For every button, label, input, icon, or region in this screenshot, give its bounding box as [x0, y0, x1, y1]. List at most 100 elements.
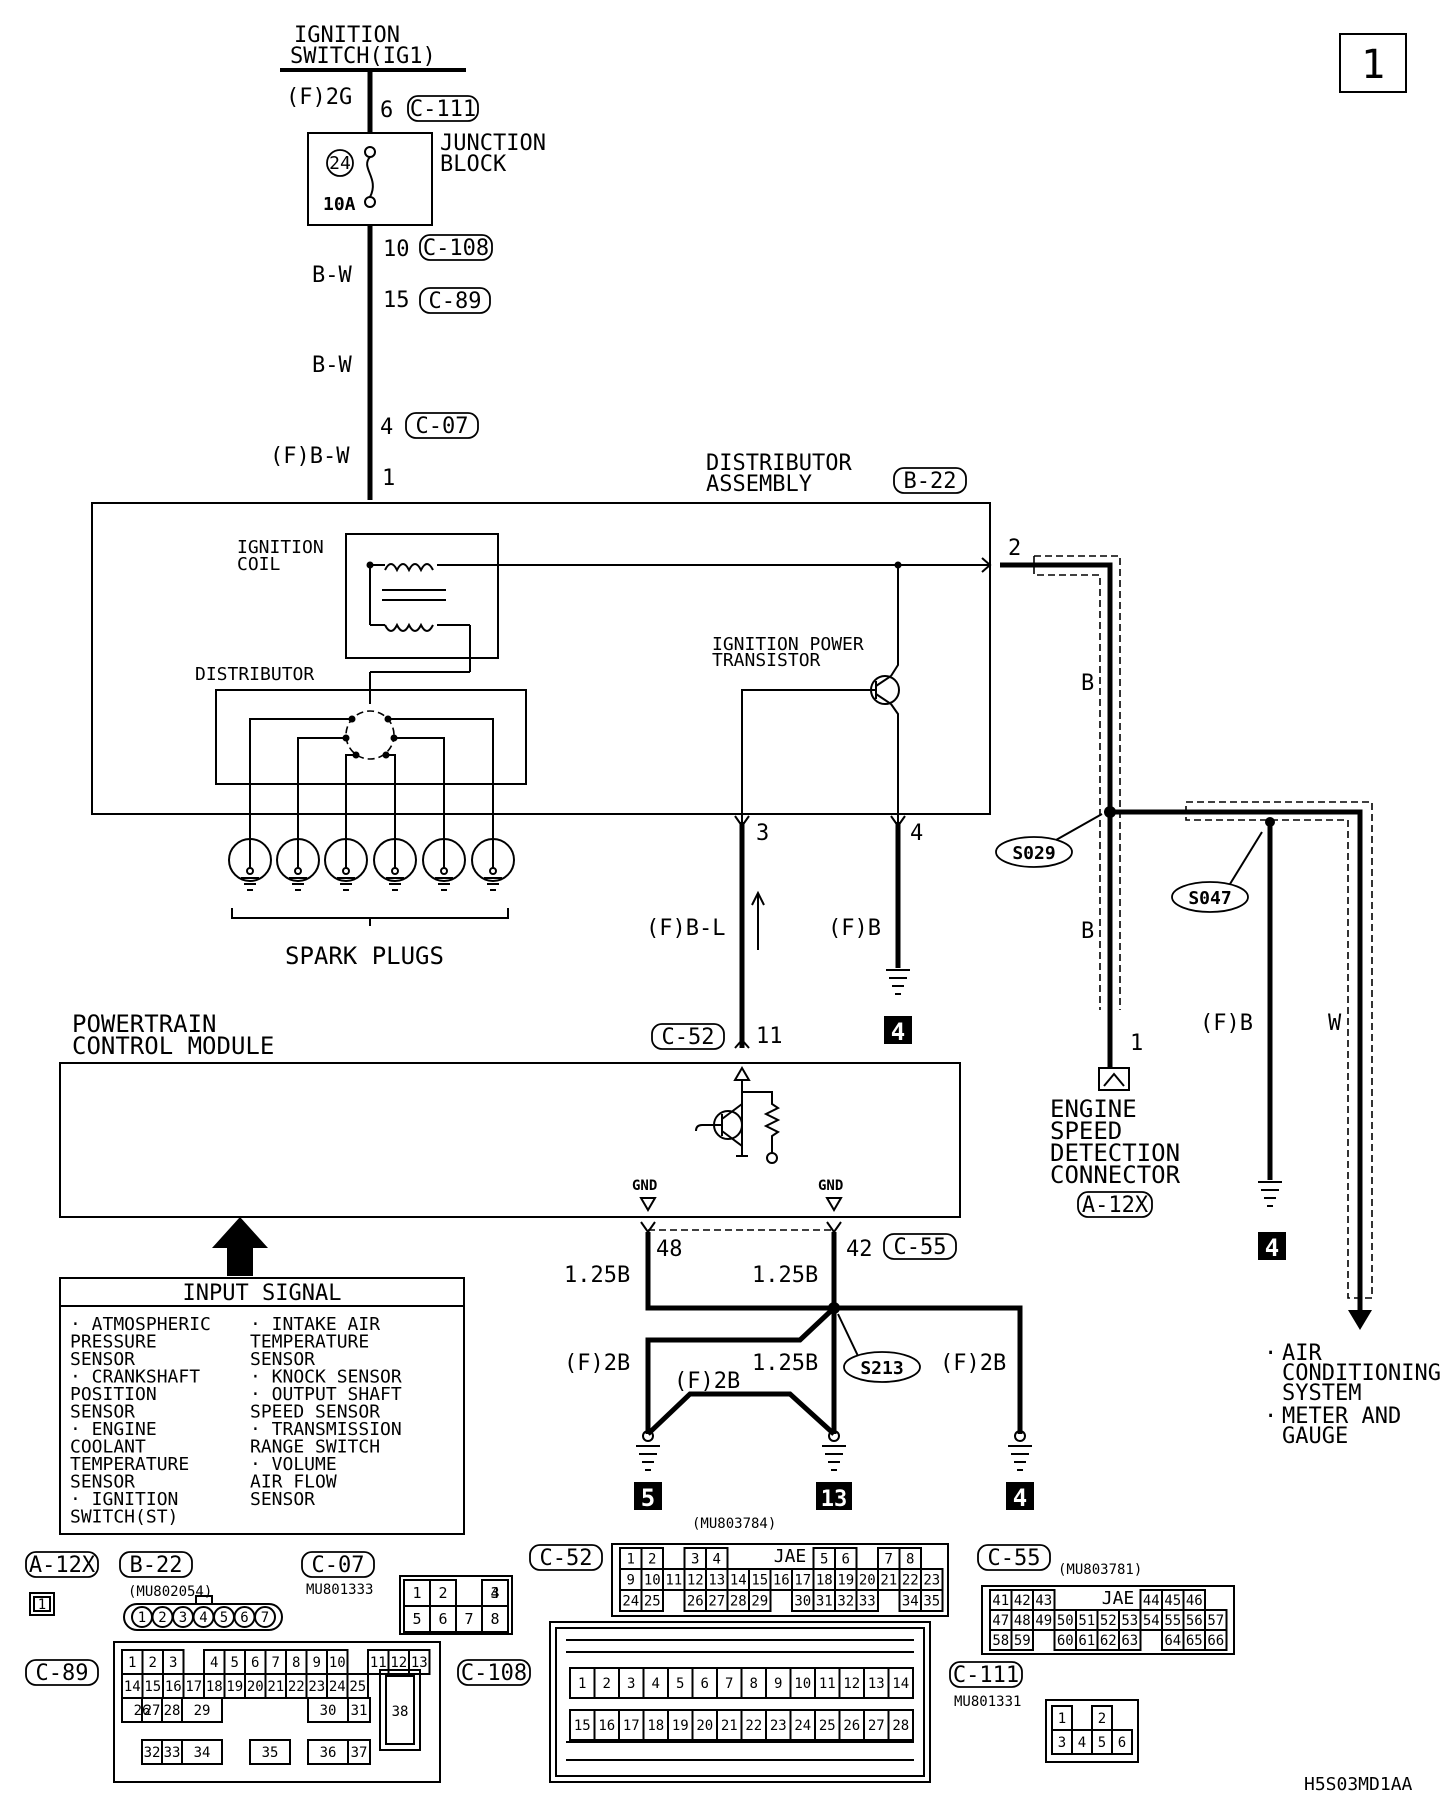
- input-left-item-8: TEMPERATURE: [70, 1454, 189, 1475]
- c89-pin-12: 12: [390, 1655, 407, 1671]
- input-left-item-1: PRESSURE: [70, 1332, 157, 1353]
- conn-view-c52-label: C-52: [540, 1546, 593, 1571]
- ground-4-right: 4: [1006, 1430, 1034, 1512]
- c108-pin-15: 15: [574, 1718, 591, 1734]
- engine-speed-detection-connector: [1098, 1067, 1130, 1091]
- c52-pin-35: 35: [923, 1594, 940, 1610]
- dist-pin-3: 3: [756, 821, 769, 846]
- c55-pin-59: 59: [1014, 1633, 1031, 1649]
- c108-pin-5: 5: [676, 1676, 684, 1692]
- c52-pin-33: 33: [859, 1594, 876, 1610]
- c52-part-number: (MU803784): [692, 1516, 776, 1532]
- c89-pin-34: 34: [194, 1745, 211, 1761]
- c89-pin-11: 11: [370, 1655, 387, 1671]
- c89-pin-38: 38: [392, 1704, 409, 1720]
- c108-pin-18: 18: [647, 1718, 664, 1734]
- c52-pin-23: 23: [923, 1573, 940, 1589]
- pcm-pin-11: 11: [756, 1024, 783, 1049]
- input-left-item-11: SWITCH(ST): [70, 1507, 178, 1528]
- c111-pin-4: 4: [1078, 1735, 1086, 1751]
- wire-f2b-1: (F)2B: [564, 1351, 630, 1376]
- distributor-assembly-subtitle: ASSEMBLY: [706, 472, 812, 497]
- wire-125b-3: 1.25B: [752, 1351, 818, 1376]
- gnd-48-label: GND: [632, 1178, 657, 1194]
- c07-pin-3: 3: [490, 1584, 499, 1602]
- c89-pin-6: 6: [251, 1655, 259, 1671]
- c52-pin-13: 13: [708, 1573, 725, 1589]
- spark-plug-5: [422, 838, 466, 891]
- c89-pin-9: 9: [313, 1655, 321, 1671]
- c52-pin-17: 17: [794, 1573, 811, 1589]
- c89-pin-36: 36: [320, 1745, 337, 1761]
- spark-plug-6: [471, 838, 515, 891]
- transistor-subtitle: TRANSISTOR: [712, 650, 821, 671]
- c89-pin-16: 16: [165, 1679, 182, 1695]
- c89-pin-18: 18: [206, 1679, 223, 1695]
- c52-pin-19: 19: [837, 1573, 854, 1589]
- wire-125b-1: 1.25B: [564, 1263, 630, 1288]
- c52-pin-30: 30: [794, 1594, 811, 1610]
- input-right-item-9: AIR FLOW: [250, 1472, 337, 1493]
- distributor: [215, 689, 527, 785]
- input-left-item-10: · IGNITION: [70, 1489, 178, 1510]
- input-signal-left-list: · ATMOSPHERIC PRESSURE SENSOR· CRANKSHAF…: [70, 1314, 211, 1528]
- c52-pin-12: 12: [687, 1573, 704, 1589]
- input-right-item-0: · INTAKE AIR: [250, 1314, 380, 1335]
- c108-pin-3: 3: [627, 1676, 635, 1692]
- c55-jae: JAE: [1102, 1588, 1135, 1609]
- ground-13-label: 13: [821, 1487, 848, 1512]
- page-number-box: 1: [1339, 33, 1407, 93]
- c55-pin-57: 57: [1207, 1613, 1224, 1629]
- c52-pin-25: 25: [644, 1594, 661, 1610]
- input-left-item-3: · CRANKSHAFT: [70, 1367, 200, 1388]
- b22-pin-6: 6: [240, 1610, 248, 1626]
- c52-pin-15: 15: [751, 1573, 768, 1589]
- c89-pin-1: 1: [128, 1655, 136, 1671]
- dest-ac-3: SYSTEM: [1282, 1381, 1361, 1406]
- c89-pin-20: 20: [247, 1679, 264, 1695]
- c52-pin-21: 21: [880, 1573, 897, 1589]
- c108-pin-17: 17: [623, 1718, 640, 1734]
- ignition-title: IGNITION: [294, 23, 400, 48]
- c108-pin-26: 26: [843, 1718, 860, 1734]
- c89-pin-35: 35: [262, 1745, 279, 1761]
- mid-wires: (F)B-L 11 C-52 (F)B 4: [646, 815, 912, 1050]
- wire-color-b-1: B: [1081, 671, 1094, 696]
- input-signal-right-list: · INTAKE AIR TEMPERATURE SENSOR· KNOCK S…: [250, 1314, 402, 1510]
- conn-view-c07-label: C-07: [312, 1553, 365, 1578]
- conn-c108-label: C-108: [423, 236, 489, 261]
- conn-c52-label: C-52: [662, 1025, 715, 1050]
- input-left-item-0: · ATMOSPHERIC: [70, 1314, 211, 1335]
- fuse-number: 24: [329, 153, 351, 174]
- c89-pin-10: 10: [329, 1655, 346, 1671]
- c52-pin-16: 16: [773, 1573, 790, 1589]
- dest-ac-2: CONDITIONING: [1282, 1361, 1441, 1386]
- c89-pin-21: 21: [267, 1679, 284, 1695]
- b22-part-number: (MU802054): [128, 1584, 212, 1600]
- c52-pin-29: 29: [751, 1594, 768, 1610]
- input-right-item-7: RANGE SWITCH: [250, 1437, 380, 1458]
- c108-pin-2: 2: [603, 1676, 611, 1692]
- dest-ac-1: AIR: [1282, 1341, 1322, 1366]
- spark-plugs-label: SPARK PLUGS: [285, 942, 444, 970]
- input-signal-title: INPUT SIGNAL: [183, 1281, 342, 1306]
- spark-plug-3: [324, 838, 368, 891]
- conn-view-b22-label: B-22: [130, 1553, 183, 1578]
- junction-title: JUNCTION: [440, 131, 546, 156]
- coil-subtitle: COIL: [237, 554, 281, 575]
- pcm-title-2: CONTROL MODULE: [72, 1032, 274, 1060]
- ignition-switch: IGNITION SWITCH(IG1) (F)2G 6 C-111: [280, 23, 479, 123]
- c55-pin-65: 65: [1186, 1633, 1203, 1649]
- c52-pin-18: 18: [816, 1573, 833, 1589]
- a12x-view-pin: 1: [38, 1597, 46, 1613]
- c55-pin-63: 63: [1121, 1633, 1138, 1649]
- wire-f2b-2: (F)2B: [674, 1369, 740, 1394]
- c55-pin-54: 54: [1143, 1613, 1160, 1629]
- c52-pin-3: 3: [691, 1552, 699, 1568]
- c108-pin-14: 14: [892, 1676, 909, 1692]
- c108-pin-4: 4: [652, 1676, 660, 1692]
- wire-color-bw-2: B-W: [312, 353, 352, 378]
- splice-s029: [995, 836, 1073, 868]
- distributor-assembly-title: DISTRIBUTOR: [706, 451, 852, 476]
- gnd-42-label: GND: [818, 1178, 843, 1194]
